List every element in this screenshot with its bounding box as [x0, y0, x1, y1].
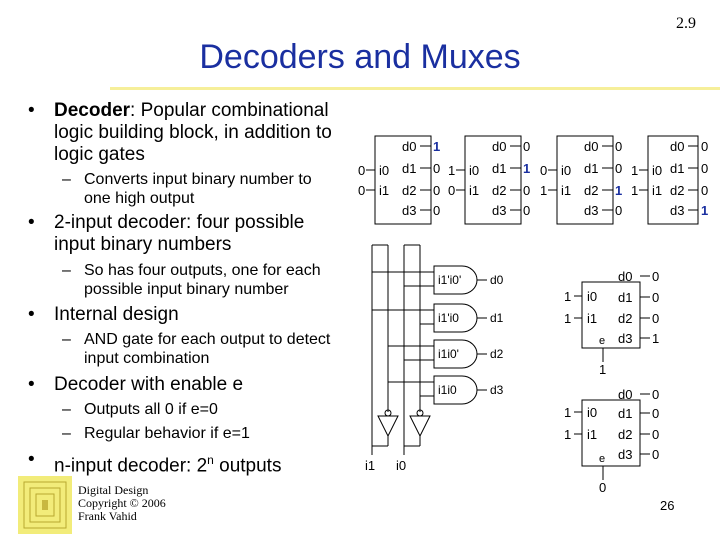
bullet-2-input: • 2-input decoder: four possible input b…	[28, 212, 305, 255]
decoder-4-label-i1: i1	[652, 183, 663, 198]
sub-bullet-converts: – Converts input binary number to one hi…	[62, 171, 312, 207]
slide-section-number: 2.9	[676, 15, 696, 32]
decoder-1-output-d2-value: 0	[433, 183, 441, 198]
and-gate-1	[433, 303, 478, 333]
internal-in-i0: i0	[396, 458, 407, 473]
decoder-4-input-i0-value: 1	[631, 163, 639, 178]
internal-out-d1: d1	[490, 311, 504, 325]
decoder-3-label-i0: i0	[561, 163, 572, 178]
page-number: 26	[660, 498, 675, 513]
decoder-2-label-d0: d0	[492, 139, 507, 154]
internal-out-d3: d3	[490, 383, 504, 397]
and-gate-3	[433, 375, 478, 405]
decoder-4-output-d3-value: 1	[701, 203, 709, 218]
decoder-term: Decoder	[54, 100, 131, 121]
decoder-2-output-d0-value: 0	[523, 139, 531, 154]
decoder-4-output-d1-value: 0	[701, 161, 709, 176]
decoder-3-label-d3: d3	[584, 203, 599, 218]
decoder-2-label-d2: d2	[492, 183, 507, 198]
decoder-2-output-d3-value: 0	[523, 203, 531, 218]
decoder-3-output-d0-value: 0	[615, 139, 623, 154]
decoder-1-output-d0-value: 1	[433, 139, 441, 154]
decoder-3-output-d3-value: 0	[615, 203, 623, 218]
decoder-4-output-d2-value: 0	[701, 183, 709, 198]
decoder-3-label-i1: i1	[561, 183, 572, 198]
decoder-4-label-d1: d1	[670, 161, 685, 176]
decoder-4-label-d0: d0	[670, 139, 685, 154]
decoder-3-input-i1-value: 1	[540, 183, 548, 198]
inverter-i1	[377, 415, 399, 438]
inverter-bubble-i1	[384, 409, 392, 417]
decoder-3-label-d0: d0	[584, 139, 599, 154]
internal-out-d0: d0	[490, 273, 504, 287]
sub-bullet-regular: – Regular behavior if e=1	[62, 425, 250, 442]
and-gate-2	[433, 339, 478, 369]
decoder-2-input-i0-value: 1	[448, 163, 456, 178]
decoder-2-label-d1: d1	[492, 161, 507, 176]
decoder-2-label-i1: i1	[469, 183, 480, 198]
decoder-3-label-d1: d1	[584, 161, 599, 176]
internal-in-i1: i1	[365, 458, 376, 473]
bullet-internal-design: • Internal design	[28, 304, 179, 325]
decoder-1-label-i0: i0	[379, 163, 390, 178]
decoder-2-label-d3: d3	[492, 203, 507, 218]
title-underline	[110, 87, 720, 90]
gate-label-2: i1i0'	[438, 347, 459, 361]
decoder-1-input-i0-value: 0	[358, 163, 366, 178]
decoder-2-output-d1-value: 1	[523, 161, 531, 176]
decoder-4-label-i0: i0	[652, 163, 663, 178]
decoder-box-4	[647, 135, 699, 225]
decoder-box-3	[556, 135, 614, 225]
and-gate-0	[433, 265, 478, 295]
bullet-decoder: • Decoder: Popular combinational logic b…	[28, 100, 332, 165]
decoder-2-label-i0: i0	[469, 163, 480, 178]
decoder-3-label-d2: d2	[584, 183, 599, 198]
slide-title: Decoders and Muxes	[199, 38, 521, 76]
gate-label-3: i1i0	[438, 383, 457, 397]
decoder-1-output-d3-value: 0	[433, 203, 441, 218]
decoder-4-label-d3: d3	[670, 203, 685, 218]
enable-decoder-off	[581, 399, 641, 467]
decoder-4-input-i1-value: 1	[631, 183, 639, 198]
gate-label-1: i1'i0	[438, 311, 459, 325]
internal-out-d2: d2	[490, 347, 504, 361]
decoder-box-2	[464, 135, 522, 225]
decoder-1-label-d3: d3	[402, 203, 417, 218]
bullet-enable: • Decoder with enable e	[28, 374, 244, 395]
footer-credit: Digital Design Copyright © 2006 Frank Va…	[78, 483, 166, 523]
decoder-1-label-d2: d2	[402, 183, 417, 198]
decoder-1-input-i1-value: 0	[358, 183, 366, 198]
decoder-2-output-d2-value: 0	[523, 183, 531, 198]
decoder-box-1	[374, 135, 432, 225]
bullet-n-input: • n-input decoder: 2n outputs	[28, 449, 282, 477]
decoder-4-output-d0-value: 0	[701, 139, 709, 154]
decoder-2-input-i1-value: 0	[448, 183, 456, 198]
enable-decoder-on	[581, 281, 641, 349]
decoder-3-output-d1-value: 0	[615, 161, 623, 176]
logo-icon	[18, 476, 72, 534]
decoder-1-output-d1-value: 0	[433, 161, 441, 176]
sub-bullet-four-outputs: – So has four outputs, one for each poss…	[62, 262, 321, 298]
sub-bullet-outputs-0: – Outputs all 0 if e=0	[62, 401, 218, 418]
sub-bullet-and-gate: – AND gate for each output to detect inp…	[62, 331, 331, 367]
inverter-bubble-i0	[416, 409, 424, 417]
gate-label-0: i1'i0'	[438, 273, 462, 287]
decoder-1-label-d1: d1	[402, 161, 417, 176]
decoder-4-label-d2: d2	[670, 183, 685, 198]
decoder-1-label-d0: d0	[402, 139, 417, 154]
inverter-i0	[409, 415, 431, 438]
decoder-3-input-i0-value: 0	[540, 163, 548, 178]
decoder-3-output-d2-value: 1	[615, 183, 623, 198]
decoder-1-label-i1: i1	[379, 183, 390, 198]
